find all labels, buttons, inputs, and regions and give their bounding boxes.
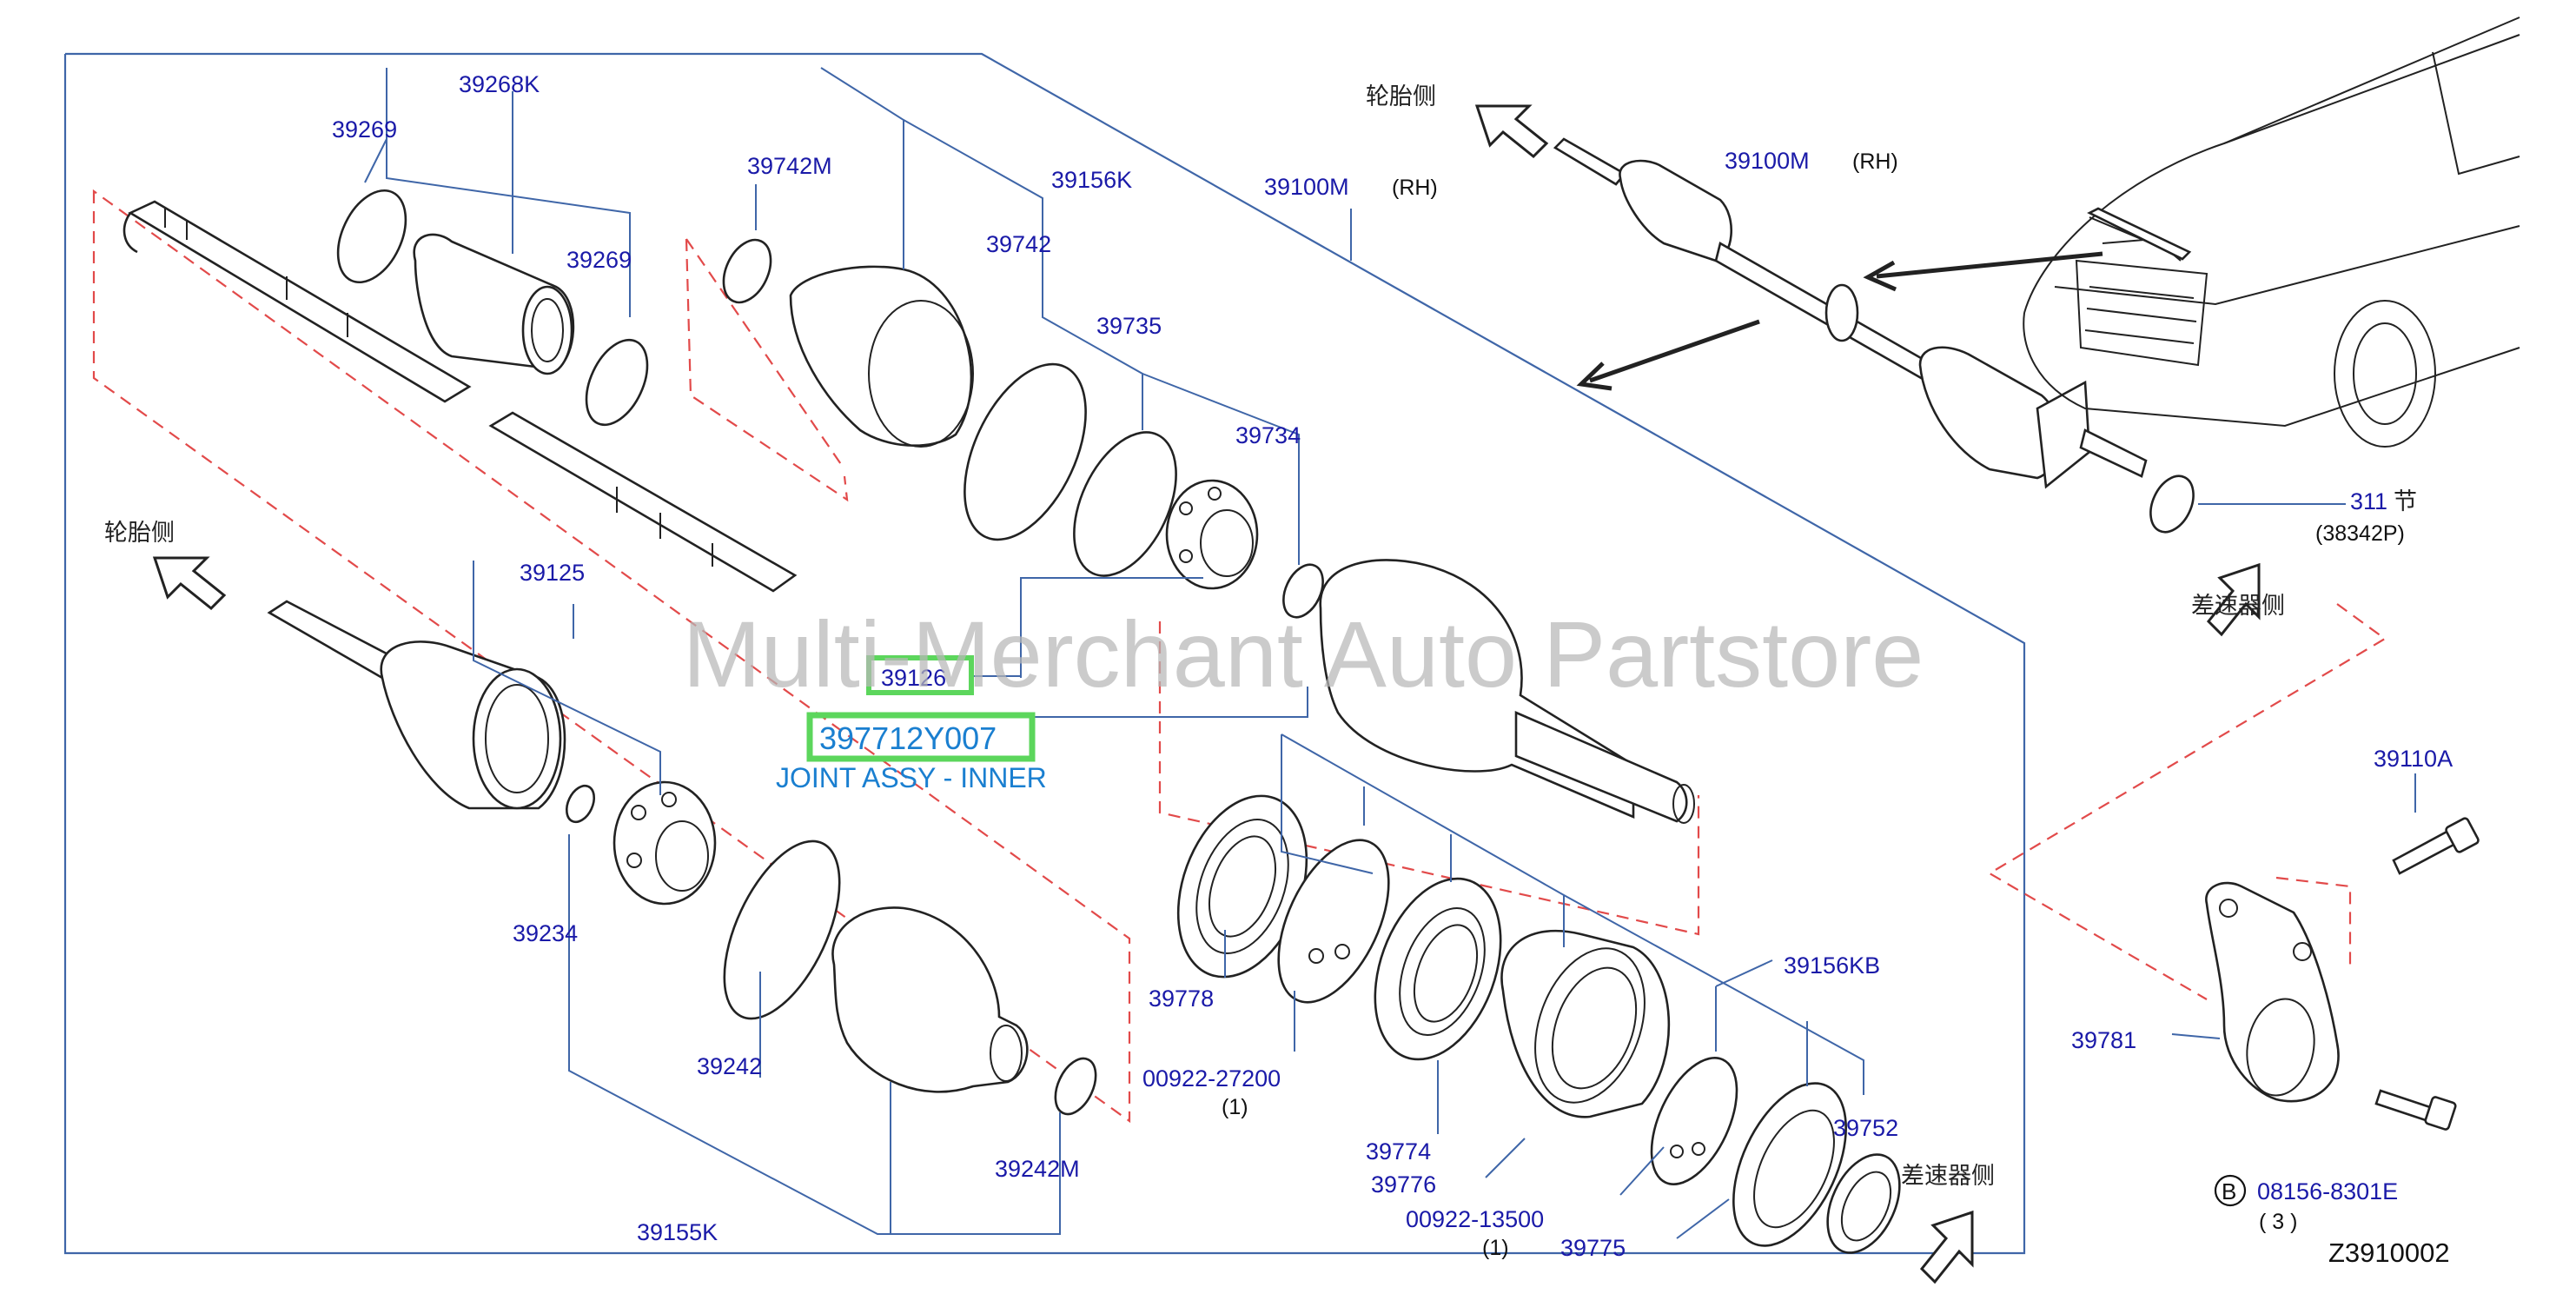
dashed-envelope-shaft-top <box>685 238 845 470</box>
band-39269-left <box>336 189 407 284</box>
label-39156K[interactable]: 39156K <box>1051 167 1132 193</box>
label-qty-1-a: (1) <box>1222 1095 1248 1119</box>
boot-39155K <box>831 906 1029 1093</box>
bolt-badge-letter: B <box>2222 1178 2236 1204</box>
label-39156KB[interactable]: 39156KB <box>1784 952 1880 979</box>
band-39742 <box>964 362 1087 541</box>
label-39774[interactable]: 39774 <box>1366 1138 1431 1165</box>
dashed-envelope-inner-joint <box>1158 621 1700 936</box>
spider-39734 <box>1165 479 1259 590</box>
label-311-suffix: 节 <box>2394 488 2417 515</box>
snap-ring-00922-13500 <box>1650 1057 1738 1185</box>
assembled-driveshaft <box>1553 137 2195 534</box>
label-qty-3: ( 3 ) <box>2259 1210 2297 1234</box>
label-39778[interactable]: 39778 <box>1149 985 1214 1012</box>
circlip-39734 <box>1282 563 1324 619</box>
label-39776[interactable]: 39776 <box>1371 1171 1436 1198</box>
label-39742[interactable]: 39742 <box>986 231 1051 257</box>
arrow-to-shaft <box>1863 251 2103 292</box>
highlight-part-name[interactable]: JOINT ASSY - INNER <box>776 762 1047 793</box>
support-bracket-39781 <box>2205 881 2340 1103</box>
label-diff-side-bottom: 差速器侧 <box>1901 1163 1995 1190</box>
label-39242M[interactable]: 39242M <box>995 1156 1080 1182</box>
label-39110A[interactable]: 39110A <box>2374 746 2453 772</box>
bearing-39774 <box>1374 877 1502 1061</box>
label-39735[interactable]: 39735 <box>1096 313 1162 339</box>
band-39269-right <box>585 338 649 427</box>
boot-39156K <box>789 265 974 448</box>
dust-cover-39775 <box>1732 1082 1847 1247</box>
label-39269-right[interactable]: 39269 <box>566 247 632 273</box>
diff-side-arrow-bottom <box>1919 1210 1974 1284</box>
highlight-box-part-number[interactable] <box>806 712 1036 762</box>
inner-joint-housing <box>1319 559 1695 824</box>
seal-39752 <box>1826 1153 1901 1254</box>
highlight-box-39126 <box>866 655 974 695</box>
inner-race-39126 <box>613 780 717 906</box>
dashed-envelope-outer-boot <box>685 238 849 502</box>
diagram-code: Z3910002 <box>2328 1238 2450 1268</box>
label-39126[interactable]: 39126 <box>881 665 946 691</box>
label-00922-27200[interactable]: 00922-27200 <box>1142 1065 1281 1092</box>
label-38342P[interactable]: (38342P) <box>2315 521 2405 546</box>
outer-joint-39125 <box>267 600 566 810</box>
bearing-retainer-39776 <box>1500 929 1671 1118</box>
label-39734[interactable]: 39734 <box>1235 422 1301 448</box>
label-39100M-left[interactable]: 39100M <box>1264 174 1349 200</box>
band-39242 <box>723 839 841 1020</box>
label-39742M[interactable]: 39742M <box>747 153 832 179</box>
label-diff-side-right: 差速器侧 <box>2191 593 2285 620</box>
label-39234[interactable]: 39234 <box>513 920 578 946</box>
bolt-39110A <box>2392 817 2480 875</box>
frame-outline <box>63 52 2026 1255</box>
boot-39268K <box>413 233 575 375</box>
dashed-bracket-detail <box>2275 876 2352 965</box>
label-39125[interactable]: 39125 <box>520 560 585 586</box>
label-tire-side-left: 轮胎侧 <box>104 520 175 547</box>
label-39269-left[interactable]: 39269 <box>332 116 397 143</box>
tire-side-arrow-left <box>152 556 227 611</box>
label-qty-1-b: (1) <box>1482 1236 1509 1260</box>
bolt-badge-circle <box>2214 1174 2247 1207</box>
tire-side-arrow-top <box>1474 104 1549 159</box>
band-39742M <box>722 238 772 304</box>
label-39100M-right[interactable]: 39100M <box>1725 148 1810 174</box>
label-rh-right: (RH) <box>1852 149 1898 174</box>
label-39155K[interactable]: 39155K <box>637 1219 718 1245</box>
leader-lines <box>364 67 2416 1239</box>
label-rh-left: (RH) <box>1392 176 1438 200</box>
dashed-bracket-link <box>1987 603 2387 1000</box>
label-39242[interactable]: 39242 <box>697 1053 762 1079</box>
label-00922-13500[interactable]: 00922-13500 <box>1406 1206 1544 1232</box>
bolt-08156-8301E <box>2374 1089 2457 1131</box>
band-39242M <box>1054 1057 1097 1116</box>
ring-39234 <box>565 784 596 824</box>
label-08156-8301E[interactable]: 08156-8301E <box>2257 1178 2398 1204</box>
label-tire-side-top: 轮胎侧 <box>1366 83 1436 110</box>
label-39781[interactable]: 39781 <box>2071 1027 2136 1053</box>
diff-side-arrow-right <box>2206 562 2261 637</box>
label-39268K[interactable]: 39268K <box>459 71 540 97</box>
axle-shaft <box>123 200 798 593</box>
part-labels: 39268K 39269 39269 39742M 39156K 39742 3… <box>104 71 2453 1268</box>
snap-ring-39735 <box>1073 431 1177 577</box>
arrow-from-shaft <box>1576 319 1760 391</box>
label-39752[interactable]: 39752 <box>1833 1115 1898 1141</box>
snap-ring-00922-27200 <box>1277 839 1390 1004</box>
highlight-part-number[interactable]: 397712Y007 <box>819 720 997 756</box>
dashed-envelope-shaft <box>92 189 1131 1124</box>
label-39775[interactable]: 39775 <box>1560 1235 1626 1261</box>
label-311[interactable]: 311 <box>2350 488 2387 514</box>
car-illustration <box>2023 17 2520 448</box>
